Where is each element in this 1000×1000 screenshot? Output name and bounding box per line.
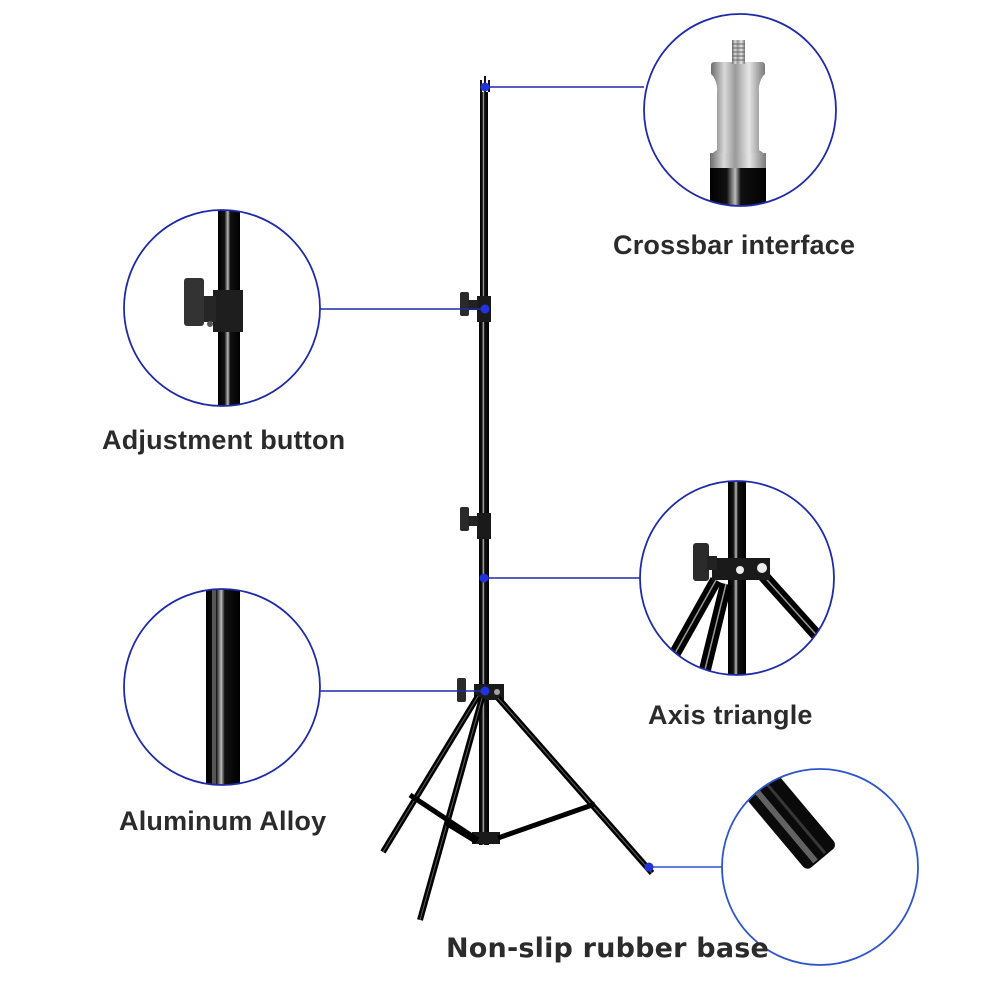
adjustment-button-label: Adjustment button bbox=[102, 425, 346, 455]
light-stand bbox=[380, 76, 655, 921]
axis-detail-circle bbox=[639, 480, 835, 676]
aluminum-alloy-label: Aluminum Alloy bbox=[119, 806, 327, 836]
base-detail-circle bbox=[721, 768, 919, 966]
non-slip-base-label: Non-slip rubber base bbox=[446, 933, 770, 964]
adjustment-detail-circle bbox=[123, 209, 321, 407]
crossbar-interface-label: Crossbar interface bbox=[613, 230, 856, 260]
crossbar-detail-circle bbox=[643, 13, 837, 207]
callout-connectors bbox=[320, 82, 722, 872]
alloy-detail-circle bbox=[123, 588, 321, 786]
axis-triangle-label: Axis triangle bbox=[648, 700, 813, 730]
